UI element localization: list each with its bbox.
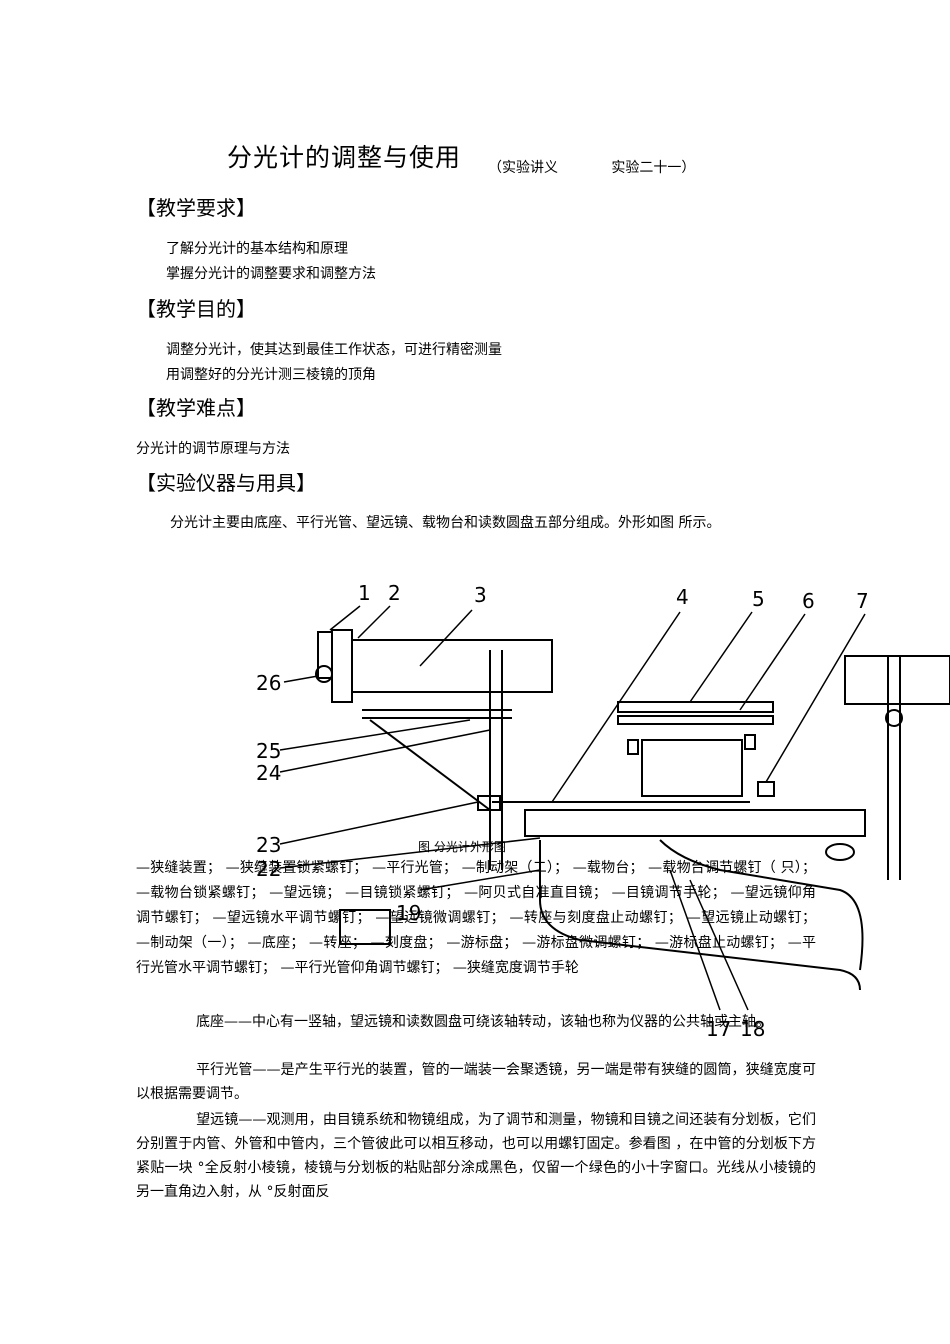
figure-label: 4 bbox=[676, 585, 689, 609]
brace-line bbox=[369, 719, 491, 811]
paragraph-text: 平行光管——是产生平行光的装置，管的一端装一会聚透镜，另一端是带有狭缝的圆筒，狭… bbox=[136, 1062, 816, 1102]
requirement-item: 了解分光计的基本结构和原理 bbox=[166, 241, 348, 257]
leader-line bbox=[689, 879, 749, 1011]
telescope-tube bbox=[844, 655, 950, 705]
goal-item: 用调整好的分光计测三棱镜的顶角 bbox=[166, 367, 376, 383]
leader-line bbox=[329, 605, 361, 631]
base-platform bbox=[524, 809, 866, 837]
telescope-screw bbox=[885, 709, 903, 727]
figure-label: 23 bbox=[256, 833, 281, 857]
leader-line bbox=[279, 837, 541, 869]
figure-label: 18 bbox=[740, 1017, 765, 1040]
figure-label: 24 bbox=[256, 761, 281, 785]
figure-label: 6 bbox=[802, 589, 815, 613]
leader-line bbox=[419, 869, 541, 891]
figure-label: 7 bbox=[856, 589, 869, 613]
difficulty-text: 分光计的调节原理与方法 bbox=[136, 441, 290, 457]
figure-label: 1 bbox=[358, 581, 371, 605]
stage-plate bbox=[617, 701, 774, 713]
spectrometer-diagram: 1 2 3 4 5 6 7 26 25 24 23 22 19 17 18 bbox=[256, 581, 950, 1040]
base-foot bbox=[539, 840, 861, 991]
figure-label: 3 bbox=[474, 583, 487, 607]
leader-line bbox=[669, 869, 721, 1011]
goal-item: 调整分光计，使其达到最佳工作状态，可进行精密测量 bbox=[166, 342, 502, 358]
heading-goals: 【教学目的】 bbox=[136, 297, 256, 321]
stage-body bbox=[641, 739, 743, 797]
leader-line bbox=[689, 611, 753, 703]
lamp-box bbox=[339, 909, 391, 945]
slit-device bbox=[331, 629, 353, 703]
leader-line bbox=[279, 719, 471, 751]
paragraph-text: 底座——中心有一竖轴，望远镜和读数圆盘可绕该轴转动，该轴也称为仪器的公共轴或主轴… bbox=[196, 1014, 770, 1030]
stop-screw bbox=[757, 781, 775, 797]
leader-line bbox=[419, 609, 473, 667]
slit-width-wheel bbox=[315, 665, 333, 683]
paragraph: 平行光管——是产生平行光的装置，管的一端装一会聚透镜，另一端是带有狭缝的圆筒，狭… bbox=[136, 1058, 816, 1106]
figure-label: 17 bbox=[706, 1017, 731, 1040]
stage-screw bbox=[627, 739, 639, 755]
heading-instruments: 【实验仪器与用具】 bbox=[136, 471, 316, 495]
figure-legend: —狭缝装置； —狭缝装置锁紧螺钉； —平行光管； —制动架（二）； —载物台； … bbox=[136, 860, 816, 976]
slit-knob bbox=[317, 631, 333, 679]
leader-line bbox=[279, 801, 479, 845]
leader-line bbox=[283, 675, 319, 683]
leader-line bbox=[551, 611, 681, 803]
page-subtitle: （实验讲义 实验二十一） bbox=[488, 160, 696, 176]
instrument-intro-text: 分光计主要由底座、平行光管、望远镜、载物台和读数圆盘五部分组成。外形如图 所示。 bbox=[170, 515, 721, 531]
figure-label: 26 bbox=[256, 671, 281, 695]
base-foot bbox=[659, 839, 864, 971]
figure-label: 22 bbox=[256, 857, 281, 881]
adjust-screw bbox=[825, 843, 855, 861]
figure-label: 19 bbox=[396, 901, 421, 925]
paragraph: 底座——中心有一竖轴，望远镜和读数圆盘可绕该轴转动，该轴也称为仪器的公共轴或主轴… bbox=[136, 1010, 816, 1034]
figure-label: 5 bbox=[752, 587, 765, 611]
page-title: 分光计的调整与使用 bbox=[227, 143, 462, 172]
leader-line bbox=[357, 605, 391, 639]
requirement-item: 掌握分光计的调整要求和调整方法 bbox=[166, 266, 376, 282]
leader-line bbox=[279, 729, 491, 773]
knob bbox=[477, 795, 501, 811]
heading-difficulties: 【教学难点】 bbox=[136, 396, 256, 420]
stage-screw bbox=[744, 734, 756, 750]
instrument-intro: 分光计主要由底座、平行光管、望远镜、载物台和读数圆盘五部分组成。外形如图 所示。 bbox=[136, 511, 816, 535]
heading-requirements: 【教学要求】 bbox=[136, 196, 256, 220]
collimator-tube bbox=[351, 639, 553, 693]
figure-label: 2 bbox=[388, 581, 401, 605]
leader-line bbox=[765, 613, 866, 783]
figure-caption: 图 分光计外形图 bbox=[418, 840, 506, 854]
figure-label: 25 bbox=[256, 739, 281, 763]
paragraph-text: 望远镜——观测用，由目镜系统和物镜组成，为了调节和测量，物镜和目镜之间还装有分划… bbox=[136, 1112, 816, 1200]
leader-line bbox=[739, 613, 806, 711]
stage-plate bbox=[617, 715, 774, 725]
paragraph: 望远镜——观测用，由目镜系统和物镜组成，为了调节和测量，物镜和目镜之间还装有分划… bbox=[136, 1108, 816, 1204]
